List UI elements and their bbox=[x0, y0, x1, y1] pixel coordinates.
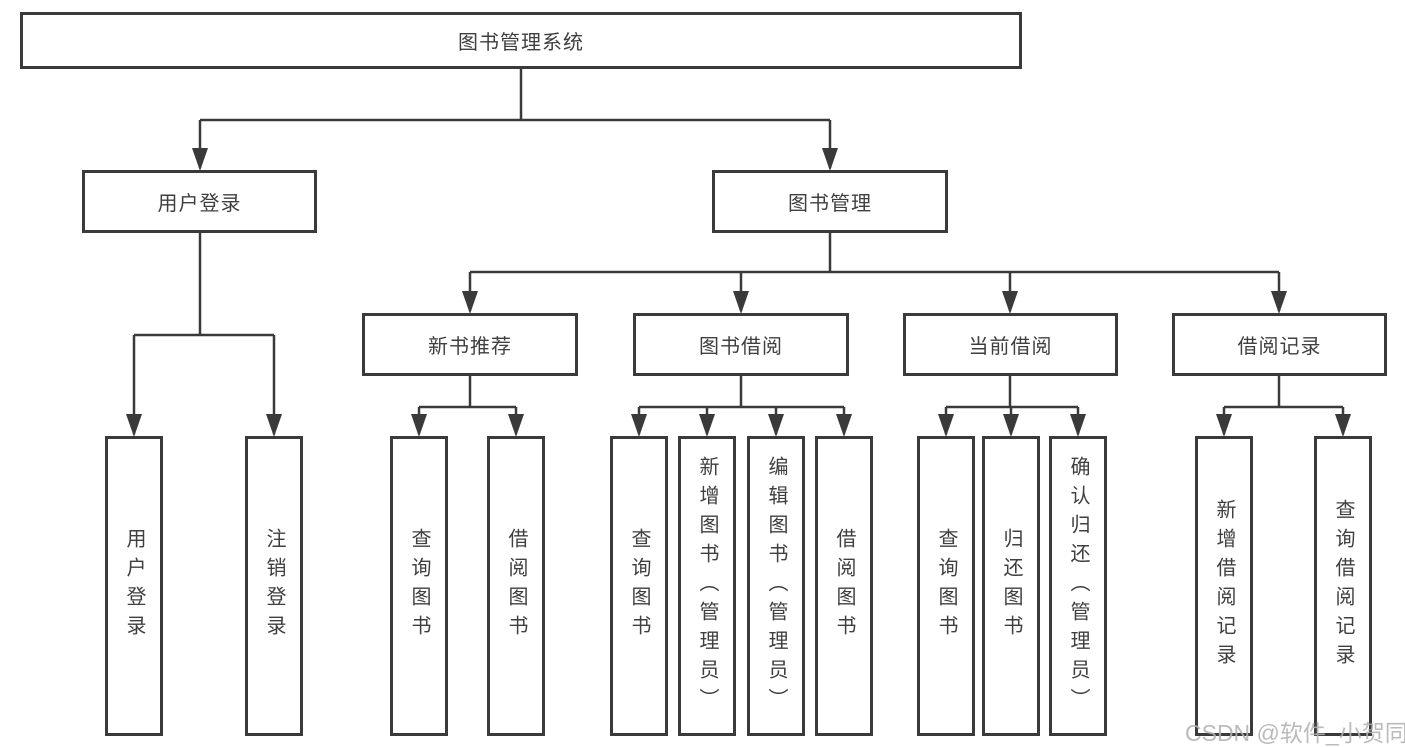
leaf-query-borrow-record: 查询借阅记录 bbox=[1314, 436, 1372, 736]
leaf-borrow-books: 借阅图书 bbox=[815, 436, 873, 736]
leaf-user-login: 用户登录 bbox=[105, 436, 163, 736]
elbow-connectors bbox=[132, 69, 1345, 434]
leaf-query-books-current-label: 查询图书 bbox=[935, 528, 957, 644]
leaf-return-books: 归还图书 bbox=[982, 436, 1040, 736]
leaf-query-books-current: 查询图书 bbox=[917, 436, 975, 736]
leaf-edit-books-admin: 编辑图书（管理员） bbox=[747, 436, 805, 736]
leaf-query-borrow-record-label: 查询借阅记录 bbox=[1332, 499, 1354, 673]
node-new-book-recommendation: 新书推荐 bbox=[362, 313, 578, 376]
leaf-query-books-recommend: 查询图书 bbox=[390, 436, 448, 736]
node-borrowing-records: 借阅记录 bbox=[1172, 313, 1387, 376]
leaf-return-books-label: 归还图书 bbox=[1000, 528, 1022, 644]
node-user-login-group: 用户登录 bbox=[82, 170, 317, 233]
leaf-edit-books-admin-label: 编辑图书（管理员） bbox=[765, 455, 787, 717]
csdn-watermark: CSDN @软件_小贺同学 bbox=[1185, 720, 1405, 746]
leaf-add-books-admin-label: 新增图书（管理员） bbox=[696, 455, 718, 717]
leaf-add-borrow-record: 新增借阅记录 bbox=[1195, 436, 1253, 736]
leaf-logout-label: 注销登录 bbox=[263, 528, 285, 644]
leaf-logout: 注销登录 bbox=[245, 436, 303, 736]
leaf-confirm-return-admin-label: 确认归还（管理员） bbox=[1067, 455, 1089, 717]
leaf-query-books-borrow: 查询图书 bbox=[610, 436, 668, 736]
leaf-borrow-books-recommend: 借阅图书 bbox=[487, 436, 545, 736]
leaf-borrow-books-recommend-label: 借阅图书 bbox=[505, 528, 527, 644]
node-current-borrowing: 当前借阅 bbox=[903, 313, 1118, 376]
leaf-add-borrow-record-label: 新增借阅记录 bbox=[1213, 499, 1235, 673]
node-book-management-group: 图书管理 bbox=[712, 170, 948, 233]
node-library-management-system: 图书管理系统 bbox=[20, 12, 1022, 69]
arrowheads bbox=[126, 148, 1351, 437]
leaf-add-books-admin: 新增图书（管理员） bbox=[678, 436, 736, 736]
leaf-user-login-label: 用户登录 bbox=[123, 528, 145, 644]
leaf-query-books-borrow-label: 查询图书 bbox=[628, 528, 650, 644]
leaf-borrow-books-label: 借阅图书 bbox=[833, 528, 855, 644]
node-book-borrowing: 图书借阅 bbox=[633, 313, 849, 376]
leaf-query-books-recommend-label: 查询图书 bbox=[408, 528, 430, 644]
leaf-confirm-return-admin: 确认归还（管理员） bbox=[1049, 436, 1107, 736]
